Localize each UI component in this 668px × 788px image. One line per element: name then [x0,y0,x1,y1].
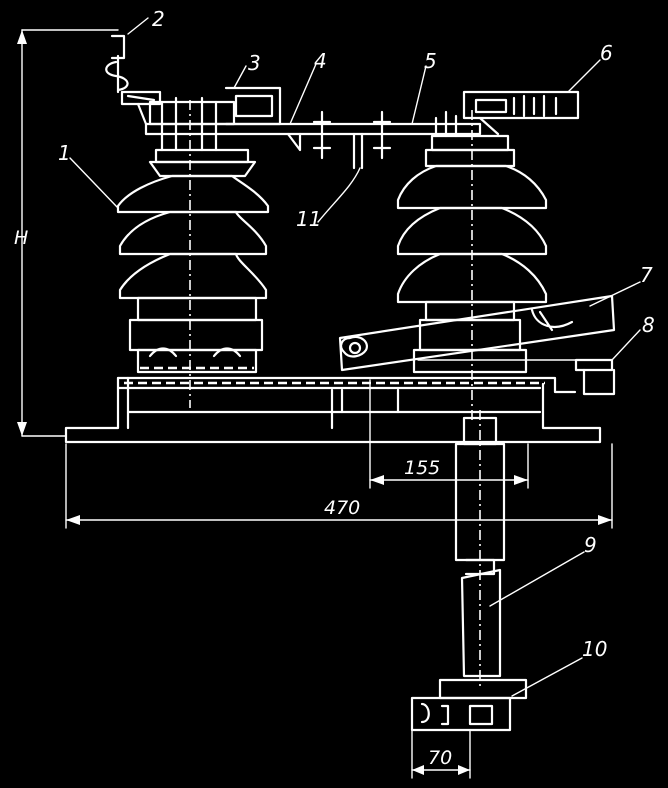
label-9: 9 [584,533,597,557]
dim-70-label: 70 [428,747,452,769]
label-10: 10 [582,637,607,661]
top-contact-assembly [144,86,580,170]
label-2: 2 [152,7,165,31]
label-6: 6 [600,41,613,65]
label-3: 3 [248,51,261,75]
label-7: 7 [640,263,653,287]
label-4: 4 [314,49,327,73]
dim-470-label: 470 [324,497,360,519]
label-8: 8 [642,313,655,337]
drive-shaft [410,410,528,732]
part-labels: 1 2 3 4 5 6 7 8 9 10 11 [58,7,655,661]
label-1: 1 [58,141,71,165]
label-11: 11 [296,207,321,231]
left-insulator [116,100,270,408]
dimension-lines [17,29,613,779]
dim-height-label: H [14,227,28,249]
terminal-clamp [105,34,162,126]
label-5: 5 [424,49,437,73]
dimension-labels: H 155 470 70 [14,227,452,769]
leader-lines [69,17,641,697]
base-frame [64,376,602,444]
operating-lever [338,294,616,396]
right-insulator [396,110,548,420]
dim-155-label: 155 [404,457,440,479]
